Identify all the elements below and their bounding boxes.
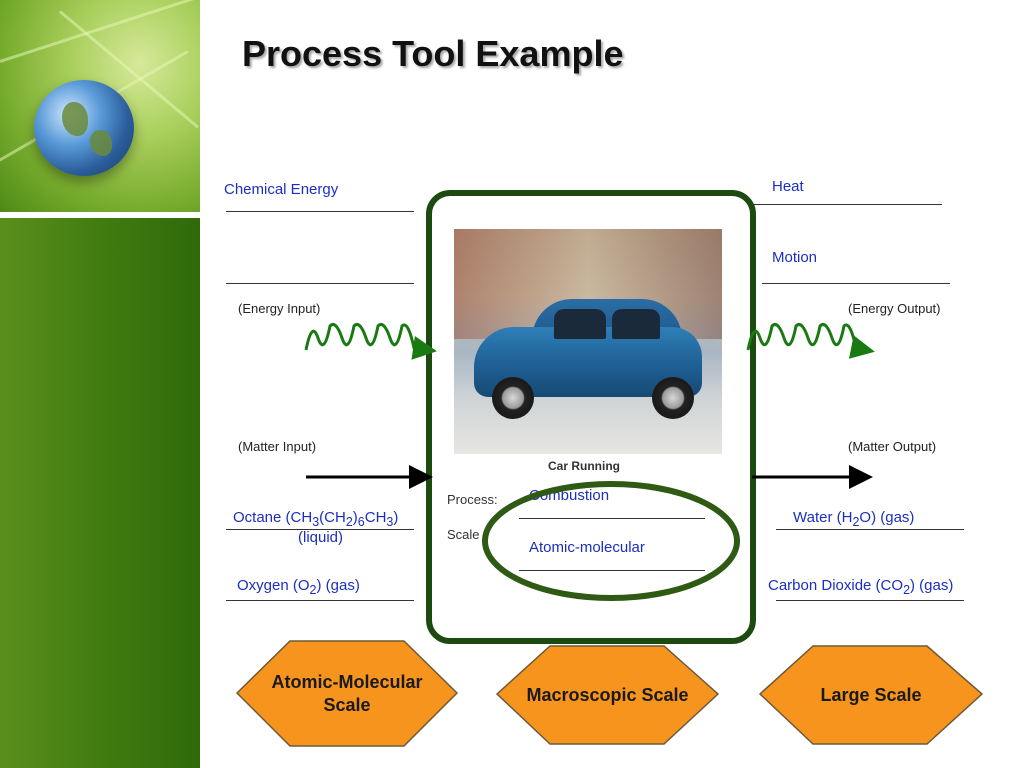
matter-output-line-2 <box>776 600 964 601</box>
scale-hexagon-3: Large Scale <box>820 684 922 705</box>
process-label: Process: <box>447 492 498 507</box>
matter-input-line-1 <box>226 529 414 530</box>
scale-line <box>519 570 705 571</box>
energy-output-arrow <box>746 323 875 359</box>
process-line <box>519 518 705 519</box>
matter-output-co2: Carbon Dioxide (CO2) (gas) <box>768 577 954 597</box>
leaf-globe-photo <box>0 0 200 212</box>
matter-output-water: Water (H2O) (gas) <box>793 509 915 529</box>
scale-hexagon-2: Macroscopic Scale <box>526 684 689 705</box>
matter-input-octane: Octane (CH3(CH2)6CH3) <box>233 509 399 529</box>
energy-input-1: Chemical Energy <box>224 181 339 198</box>
matter-input-label: (Matter Input) <box>238 439 317 454</box>
car-photo <box>454 229 722 454</box>
hexagon-large <box>758 645 984 745</box>
energy-input-line-2 <box>226 283 414 284</box>
matter-input-octane-state: (liquid) <box>298 529 344 546</box>
highlight-ellipse <box>482 481 740 601</box>
scale-label: Scale <box>447 527 480 542</box>
globe-icon <box>34 80 134 176</box>
energy-output-1: Heat <box>772 178 804 195</box>
sidebar-divider <box>0 212 200 218</box>
scale-value: Atomic-molecular <box>529 539 645 556</box>
matter-input-oxygen: Oxygen (O2) (gas) <box>237 577 360 597</box>
matter-output-line-1 <box>776 529 964 530</box>
matter-output-label: (Matter Output) <box>848 439 937 454</box>
matter-input-line-2 <box>226 600 414 601</box>
page-title: Process Tool Example <box>242 33 624 74</box>
energy-input-label: (Energy Input) <box>238 301 321 316</box>
photo-caption: Car Running <box>548 459 620 473</box>
energy-input-line-1 <box>226 211 414 212</box>
energy-output-label: (Energy Output) <box>848 301 941 316</box>
hexagon-macroscopic <box>495 645 720 745</box>
hexagon-atomic <box>235 640 459 747</box>
energy-input-arrow <box>304 323 437 360</box>
energy-output-line-1 <box>754 204 942 205</box>
energy-output-line-2 <box>762 283 950 284</box>
energy-output-2: Motion <box>772 249 818 266</box>
